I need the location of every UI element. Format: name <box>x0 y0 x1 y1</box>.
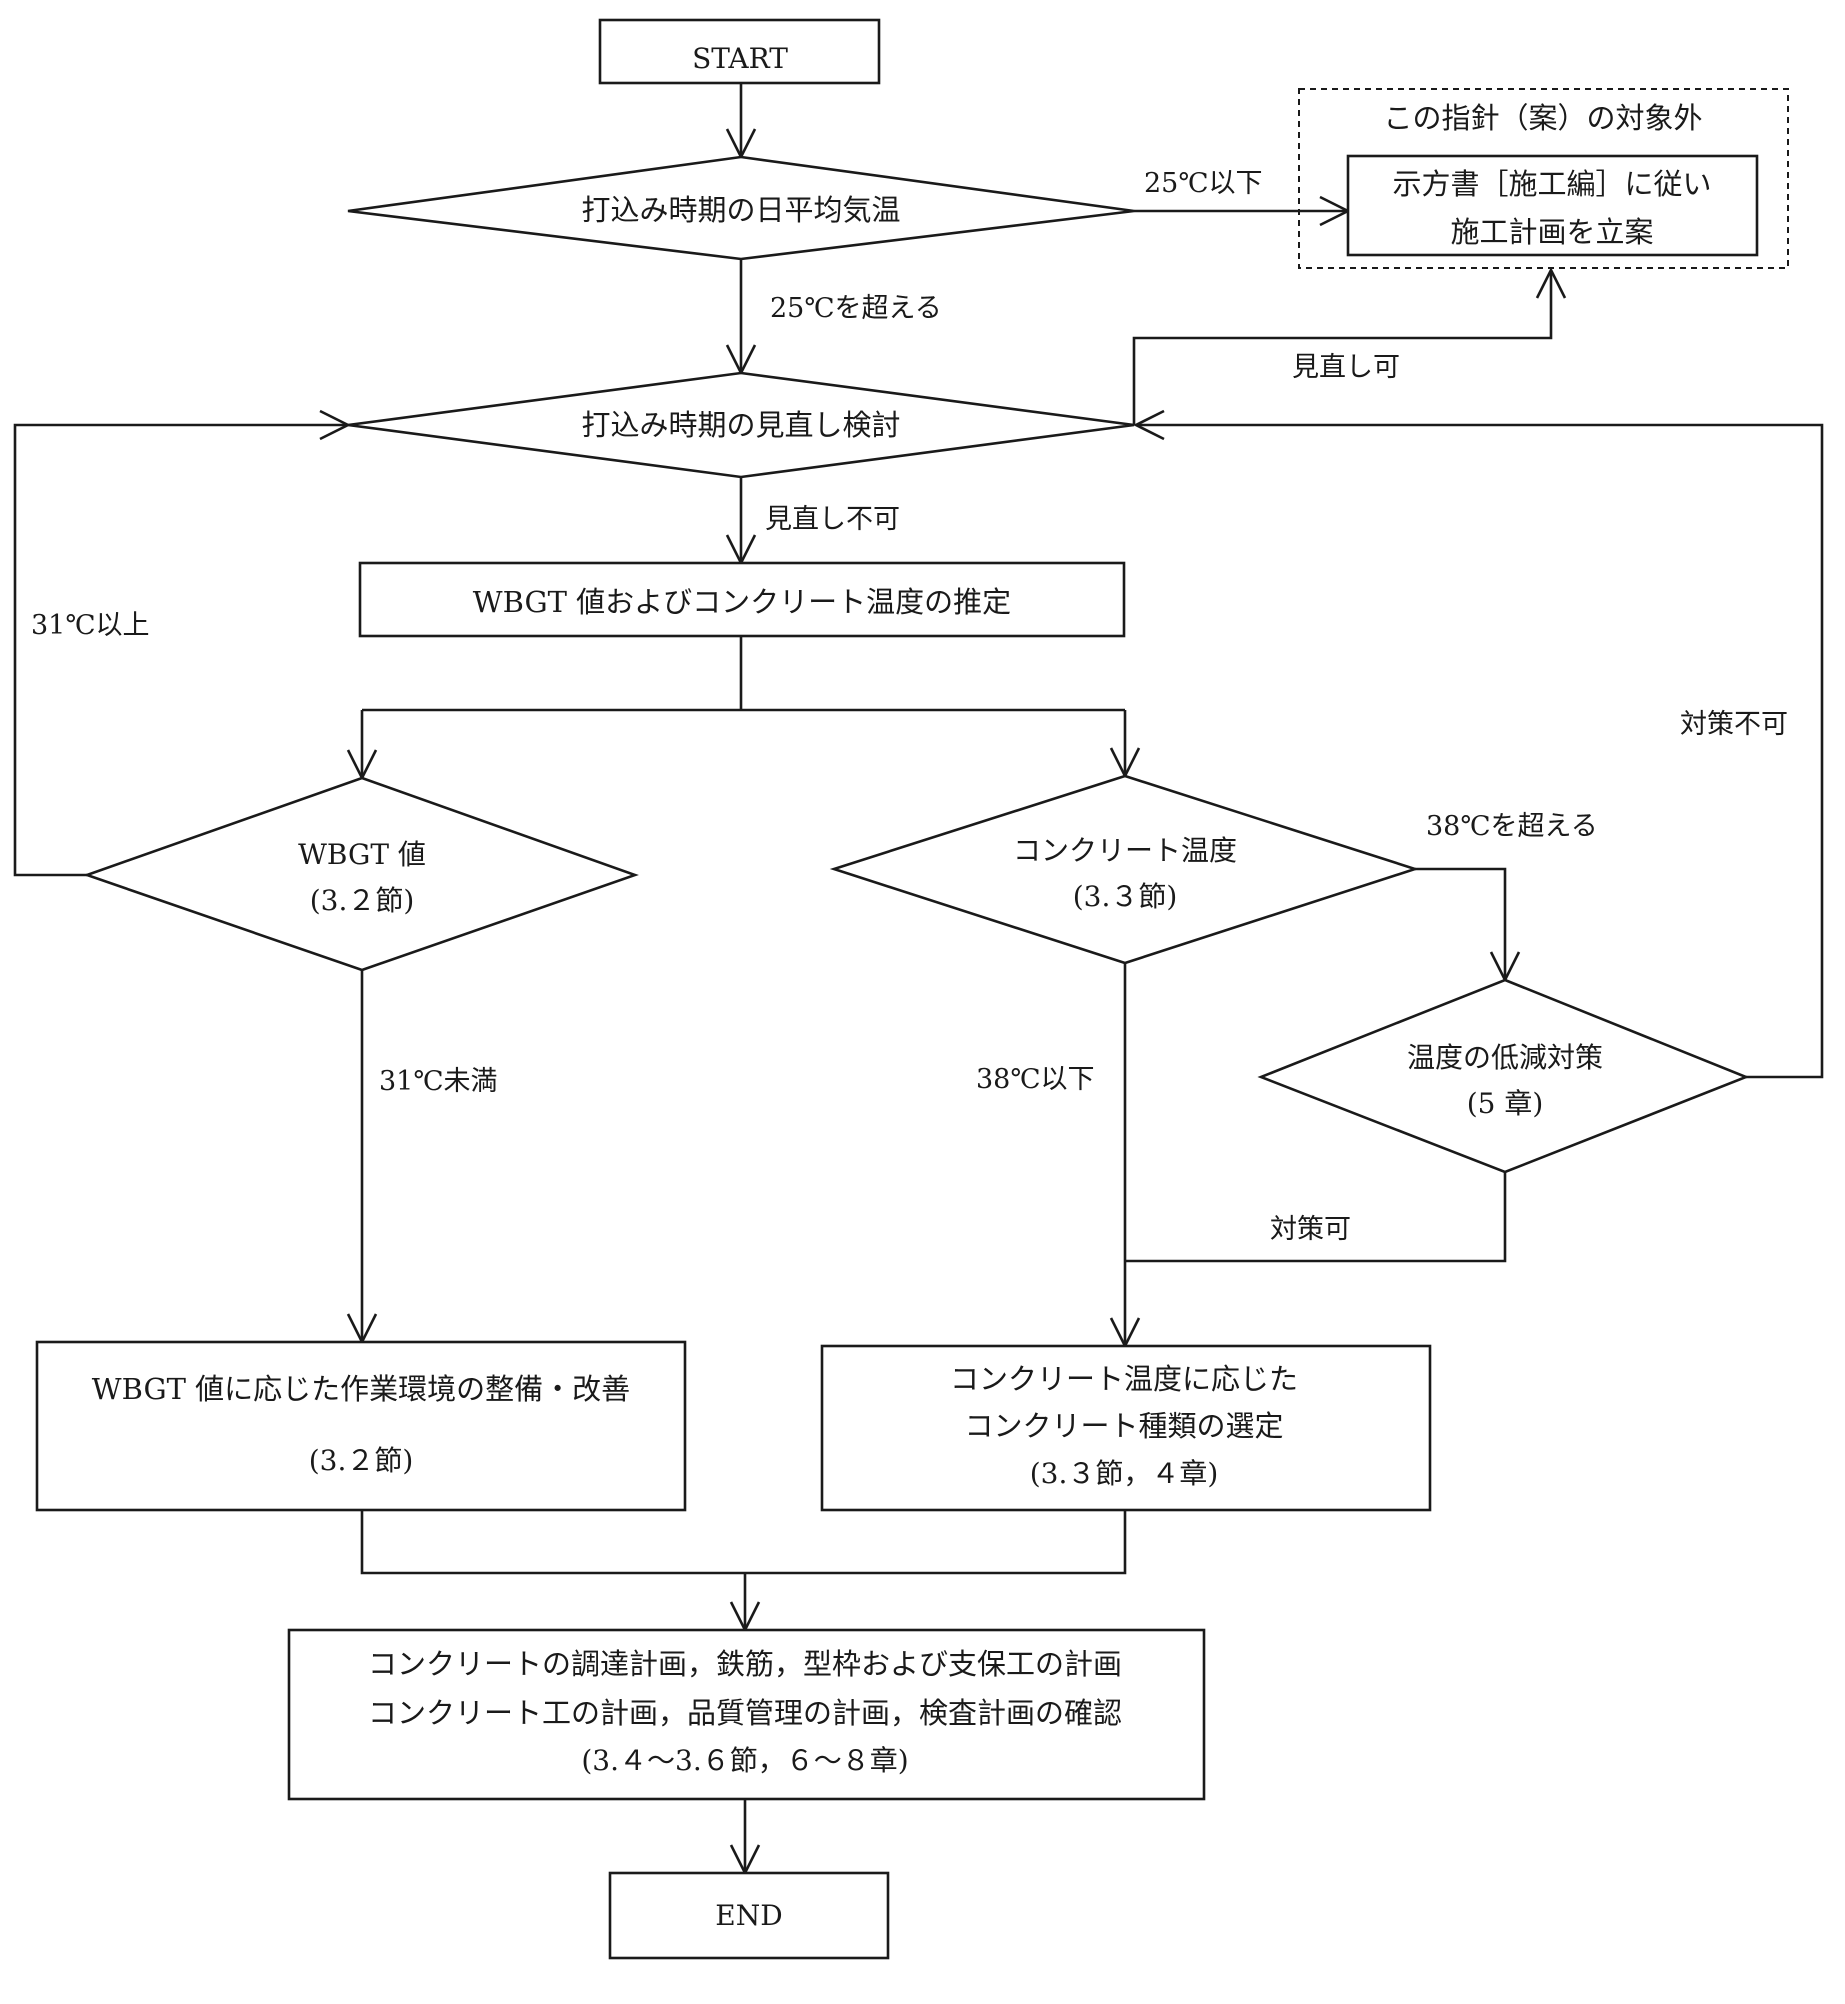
temp-reduction-label-line1: 温度の低減対策 <box>1407 1041 1603 1074</box>
edge-label-review-ok: 見直し可 <box>1292 352 1400 383</box>
edge-review-ok-to-spec <box>1132 270 1553 425</box>
edge-reduction-ok-to-select <box>1125 1172 1507 1263</box>
edge-estimate-split <box>360 636 1127 778</box>
review-timing-decision <box>347 371 1135 479</box>
start-label: START <box>692 42 788 75</box>
work-env-label-line2: (3.２節) <box>309 1444 414 1477</box>
arrow-up-icon <box>1535 267 1567 299</box>
edge-labels: 25℃以下 25℃を超える 見直し可 見直し不可 31℃以上 31℃未満 38℃… <box>31 168 1788 1245</box>
confirm-plan-label-line1: コンクリートの調達計画，鉄筋，型枠および支保工の計画 <box>368 1647 1122 1681</box>
edge-label-gt-25: 25℃を超える <box>770 293 942 324</box>
wbgt-label-line2: (3.２節) <box>310 884 415 917</box>
estimate-box <box>358 561 1126 638</box>
edge-label-review-ng: 見直し不可 <box>765 504 900 535</box>
confirm-plan-label-line2: コンクリート工の計画，品質管理の計画，検査計画の確認 <box>368 1696 1122 1730</box>
arrowheads <box>319 128 1567 1876</box>
wbgt-decision <box>83 776 639 972</box>
temp-reduction-label-line2: (5 章) <box>1467 1087 1544 1120</box>
edge-label-le-25: 25℃以下 <box>1144 168 1263 199</box>
spec-plan-box <box>1346 154 1759 257</box>
node-labels: START 打込み時期の日平均気温 この指針（案）の対象外 示方書［施工編］に従… <box>92 42 1712 1932</box>
edge-wbgt-ge31-loop <box>13 423 348 877</box>
select-type-box <box>820 1344 1432 1512</box>
concrete-temp-decision <box>829 774 1420 965</box>
connectors <box>13 83 1824 1873</box>
wbgt-label-line1: WBGT 値 <box>298 838 426 871</box>
edge-merge-to-confirm <box>360 1510 1127 1630</box>
out-of-scope-group <box>1298 88 1789 269</box>
select-type-label-line1: コンクリート温度に応じた <box>950 1362 1298 1396</box>
estimate-label: WBGT 値およびコンクリート温度の推定 <box>473 585 1011 619</box>
concrete-temp-label-line2: (3.３節) <box>1073 880 1178 913</box>
shapes <box>35 18 1789 1960</box>
edge-label-le-38: 38℃以下 <box>976 1064 1095 1095</box>
edge-label-ge-31: 31℃以上 <box>31 610 150 641</box>
end-node <box>608 1871 890 1960</box>
start-node <box>598 18 881 85</box>
edge-reduction-ng-loop <box>1136 423 1824 1079</box>
edge-label-gt-38: 38℃を超える <box>1426 811 1598 842</box>
select-type-label-line2: コンクリート種類の選定 <box>964 1409 1283 1443</box>
confirm-plan-box <box>287 1628 1206 1801</box>
work-env-label-line1: WBGT 値に応じた作業環境の整備・改善 <box>92 1372 630 1406</box>
concrete-temp-label-line1: コンクリート温度 <box>1013 834 1237 867</box>
spec-plan-label-line1: 示方書［施工編］に従い <box>1392 167 1711 201</box>
work-env-box <box>35 1340 687 1512</box>
edge-label-measure-ok: 対策可 <box>1270 1214 1351 1245</box>
review-timing-label: 打込み時期の見直し検討 <box>581 408 900 442</box>
daily-avg-temp-decision <box>347 155 1135 261</box>
edge-label-lt-31: 31℃未満 <box>379 1066 498 1097</box>
edge-label-measure-ng: 対策不可 <box>1680 709 1788 740</box>
temp-reduction-decision <box>1257 978 1750 1174</box>
out-of-scope-title: この指針（案）の対象外 <box>1383 101 1702 135</box>
spec-plan-label-line2: 施工計画を立案 <box>1450 215 1653 249</box>
confirm-plan-label-line3: (3.４～3.６節，６～８章) <box>581 1744 908 1777</box>
edge-conc-gt38-to-reduction <box>1415 867 1507 980</box>
arrow-left-icon <box>1133 409 1165 441</box>
daily-avg-temp-label: 打込み時期の日平均気温 <box>581 193 900 227</box>
end-label: END <box>715 1899 782 1932</box>
select-type-label-line3: (3.３節，４章) <box>1030 1457 1219 1490</box>
